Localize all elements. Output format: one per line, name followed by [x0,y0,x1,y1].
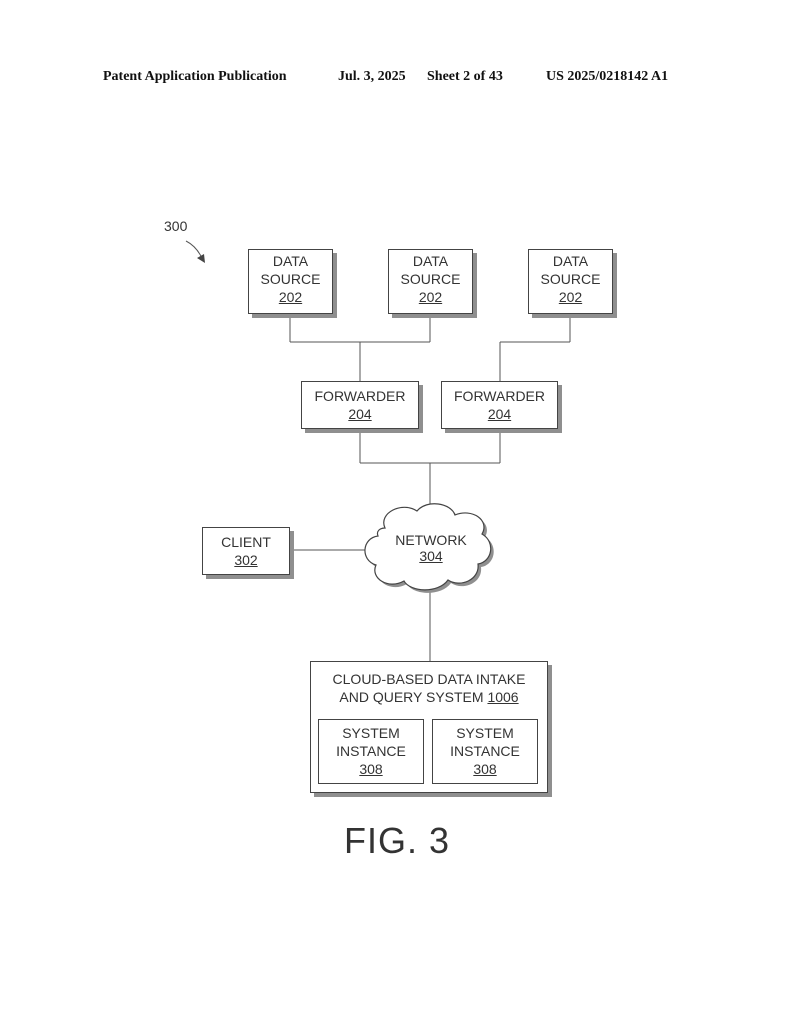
data-source-line2: SOURCE [540,271,601,287]
data-source-line2: SOURCE [400,271,461,287]
instance-line2: INSTANCE [336,743,406,759]
data-source-ref: 202 [418,289,443,305]
data-source-ref: 202 [558,289,583,305]
network-ref: 304 [419,548,443,564]
figure-caption: FIG. 3 [343,820,451,861]
data-source-box-3: DATA SOURCE 202 [528,249,613,314]
instance-ref: 308 [473,761,497,777]
system-ref: 1006 [487,689,519,705]
forwarder-label: FORWARDER [454,388,545,404]
instance-line1: SYSTEM [342,725,400,741]
page-header: Patent Application Publication Jul. 3, 2… [0,69,794,89]
label-300-arrow [185,240,203,259]
figure-reference-300: 300 [164,218,188,234]
data-source-box-2: DATA SOURCE 202 [388,249,473,314]
arrowhead [197,254,205,263]
client-label: CLIENT [221,534,271,550]
data-source-line1: DATA [552,253,589,269]
system-instance-box-1: SYSTEM INSTANCE 308 [318,719,424,784]
system-title-line1: CLOUD-BASED DATA INTAKE [332,671,526,687]
system-instance-box-2: SYSTEM INSTANCE 308 [432,719,538,784]
instance-line2: INSTANCE [450,743,520,759]
system-title-line2-group: AND QUERY SYSTEM 1006 [311,688,547,706]
system-title-line2: AND QUERY SYSTEM [339,689,484,705]
forwarder-box-2: FORWARDER 204 [441,381,558,429]
client-box: CLIENT 302 [202,527,290,575]
publication-label: Patent Application Publication [103,69,287,84]
data-source-box-1: DATA SOURCE 202 [248,249,333,314]
data-source-line2: SOURCE [260,271,321,287]
forwarder-box-1: FORWARDER 204 [301,381,419,429]
forwarder-label: FORWARDER [314,388,406,404]
cloud-system-box: CLOUD-BASED DATA INTAKE AND QUERY SYSTEM… [310,661,548,793]
forwarder-ref: 204 [487,406,512,422]
network-cloud [364,503,494,593]
client-ref: 302 [234,552,258,568]
instance-ref: 308 [359,761,383,777]
sheet-number: Sheet 2 of 43 [427,69,503,84]
data-source-ref: 202 [278,289,303,305]
network-label-group: NETWORK 304 [381,532,481,564]
instance-line1: SYSTEM [456,725,514,741]
publication-date: Jul. 3, 2025 [338,69,406,84]
network-label: NETWORK [395,532,467,548]
forwarder-ref: 204 [348,406,372,422]
patent-number: US 2025/0218142 A1 [546,69,669,84]
data-source-line1: DATA [412,253,449,269]
data-source-line1: DATA [272,253,309,269]
